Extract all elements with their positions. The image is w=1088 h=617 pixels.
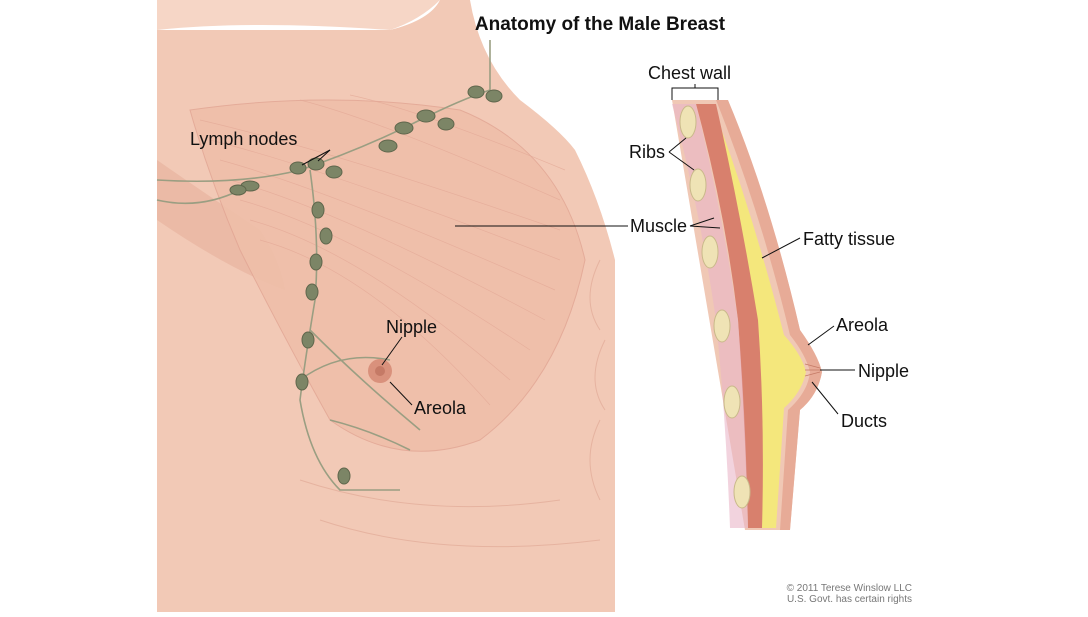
muscle-label: Muscle <box>630 216 688 236</box>
copyright-line-2: U.S. Govt. has certain rights <box>786 594 912 605</box>
ducts-section-leader <box>811 381 839 415</box>
section-ducts <box>804 363 821 377</box>
areola-section-leader <box>807 325 835 346</box>
figure-title: Anatomy of the Male Breast <box>474 14 726 35</box>
chest-wall-label: Chest wall <box>648 63 732 83</box>
section-areola-label: Areola <box>836 315 889 335</box>
nipple-areola-front <box>368 359 392 383</box>
lymph-vessels <box>156 40 491 491</box>
fatty-tissue-leader <box>761 237 801 259</box>
lymph-nodes <box>229 85 503 485</box>
section-inner-layer <box>672 104 748 528</box>
fatty-tissue-label: Fatty tissue <box>803 229 896 249</box>
section-muscle <box>696 104 763 528</box>
cross-section-view <box>668 84 855 530</box>
ducts-label: Ducts <box>841 411 888 431</box>
muscle-leader-section-1 <box>689 217 715 227</box>
rib-contours <box>299 259 606 548</box>
pectoral-muscle-outline <box>189 99 586 452</box>
ribs-leader-1 <box>668 137 687 153</box>
section-skin-layer <box>716 100 822 530</box>
section-nipple-label: Nipple <box>858 361 910 381</box>
nipple-leader <box>381 336 403 366</box>
shoulder-skin <box>157 0 440 30</box>
areola-leader <box>389 381 413 406</box>
lymph-nodes-label: Lymph nodes <box>190 129 298 149</box>
muscle-fibers <box>199 94 566 406</box>
muscle-leader-section-2 <box>689 225 721 229</box>
copyright-line-1: © 2011 Terese Winslow LLC <box>786 583 912 594</box>
section-ribs <box>679 105 751 509</box>
lymph-nodes-leader-1 <box>301 149 331 166</box>
front-areola-label: Areola <box>414 398 467 418</box>
chest-wall-bracket <box>671 84 719 100</box>
front-view <box>156 0 628 612</box>
ribs-leader-2 <box>668 151 695 171</box>
ribs-label: Ribs <box>629 142 666 162</box>
lymph-nodes-leader-2 <box>317 149 331 162</box>
front-nipple-label: Nipple <box>386 317 438 337</box>
